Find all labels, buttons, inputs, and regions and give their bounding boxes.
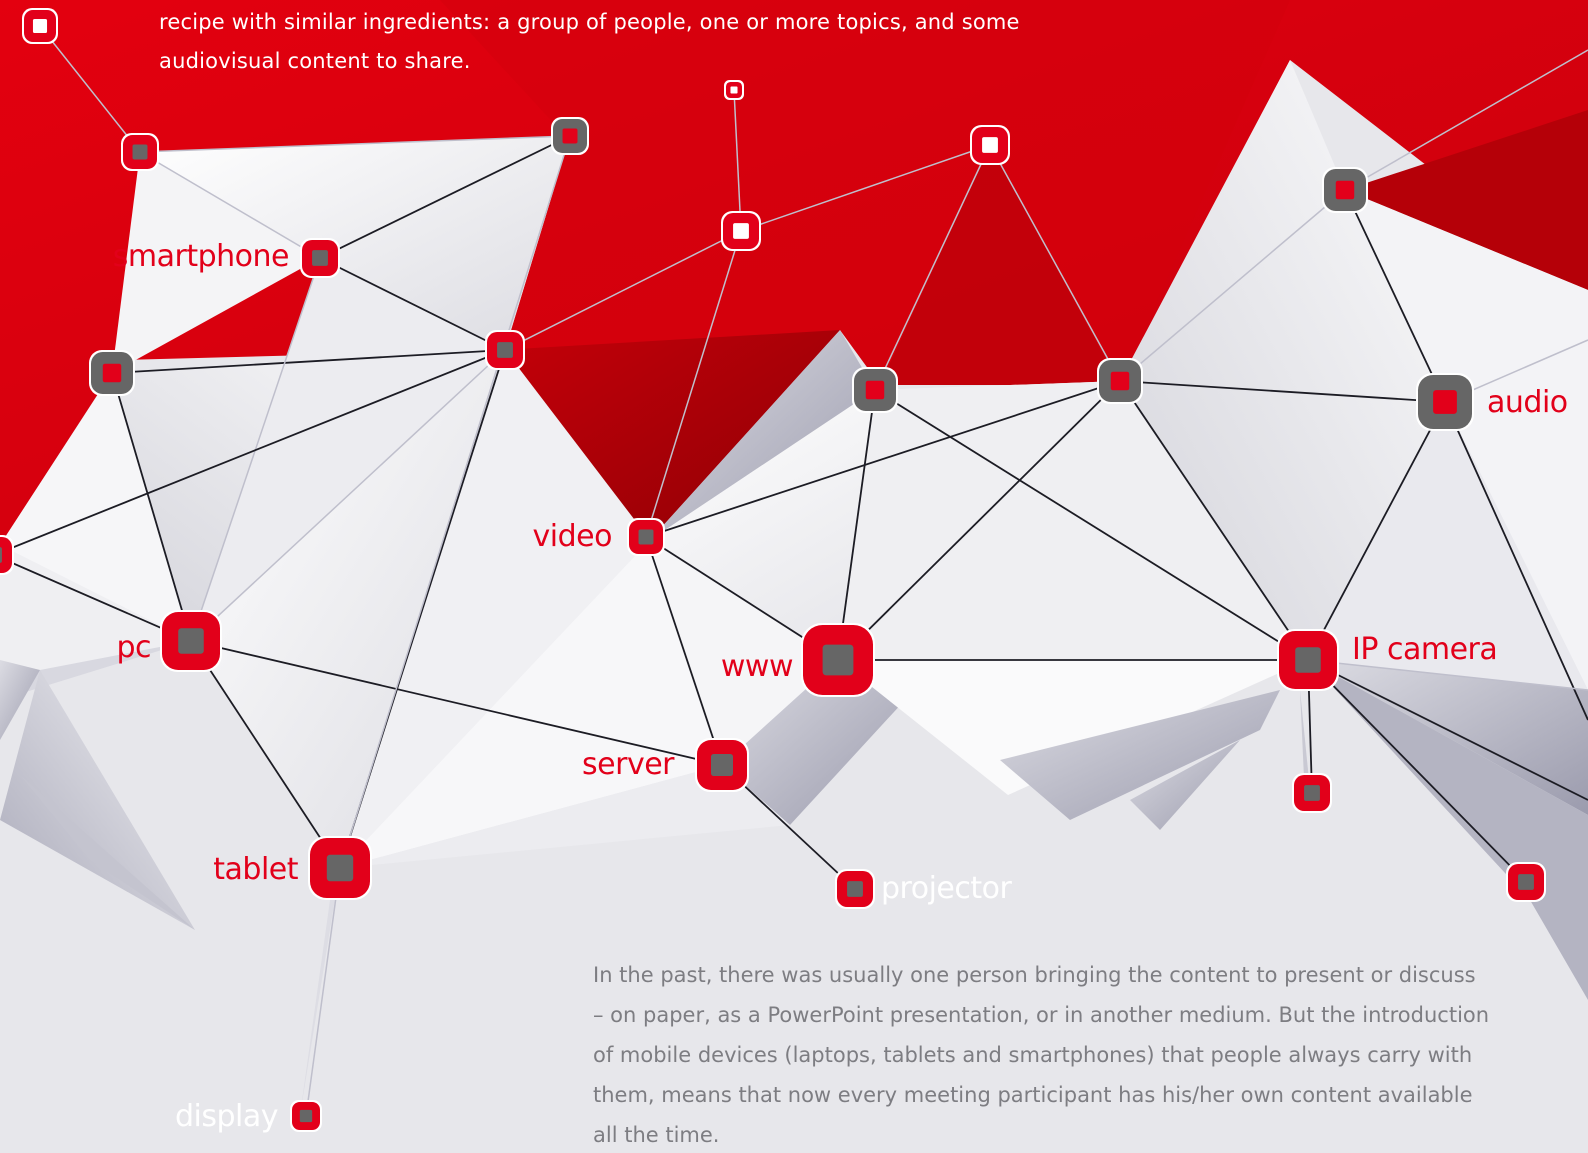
- node-pc: [160, 610, 222, 672]
- connection-lines: [0, 25, 1588, 1117]
- body-line-2: – on paper, as a PowerPoint presentation…: [593, 1003, 1490, 1027]
- node-smartphone: [300, 238, 340, 278]
- edge-c-pc: [111, 372, 192, 642]
- edge-leftedge-pc: [0, 556, 192, 642]
- edge-ipcam-right5: [1307, 659, 1588, 801]
- node-f: [970, 125, 1010, 165]
- intro-line-2: audiovisual content to share.: [159, 49, 471, 73]
- node-smallcam: [1292, 773, 1332, 813]
- label-ip-camera: IP camera: [1352, 632, 1498, 667]
- edge-d-e: [504, 230, 742, 351]
- node-display: [290, 1100, 322, 1132]
- edge-g-right1: [1344, 49, 1588, 191]
- edge-smartphone-d: [319, 257, 506, 351]
- node-tinytop: [724, 80, 744, 100]
- body-line-3: of mobile devices (laptops, tablets and …: [593, 1043, 1473, 1067]
- red-backdrop: [0, 0, 1588, 545]
- node-leftedge: [0, 535, 14, 575]
- node-topleft: [22, 8, 58, 44]
- node-b: [551, 117, 589, 155]
- node-g: [1322, 167, 1368, 213]
- edge-audio-ipcam: [1307, 401, 1446, 661]
- edge-a-smartphone: [139, 151, 321, 259]
- intro-paragraph: recipe with similar ingredients: a group…: [159, 3, 1039, 81]
- node-rightlow: [1506, 862, 1546, 902]
- edge-e-tinytop: [733, 89, 742, 232]
- label-video: video: [532, 519, 613, 554]
- node-a: [121, 133, 159, 171]
- label-www: www: [720, 649, 794, 684]
- edge-tablet-display: [305, 867, 341, 1117]
- edge-d-pc: [190, 349, 506, 642]
- edge-e-f: [740, 144, 991, 232]
- edge-i-www: [837, 380, 1121, 661]
- label-server: server: [582, 747, 674, 782]
- edge-i-video: [645, 380, 1121, 538]
- edge-f-h: [874, 144, 991, 391]
- edge-c-d: [111, 349, 506, 374]
- edge-a-b: [139, 135, 571, 153]
- label-tablet: tablet: [213, 852, 298, 887]
- body-line-5: all the time.: [593, 1123, 720, 1147]
- network-nodes: [0, 8, 1546, 1132]
- node-projector: [835, 869, 875, 909]
- edge-f-i: [989, 144, 1121, 382]
- body-line-4: them, means that now every meeting parti…: [593, 1083, 1473, 1107]
- node-video: [627, 518, 665, 556]
- label-audio: audio: [1487, 385, 1568, 420]
- node-ipcam: [1277, 629, 1339, 691]
- node-c: [89, 350, 135, 396]
- edge-pc-server: [190, 640, 723, 766]
- label-display: display: [174, 1099, 279, 1134]
- edge-h-www: [837, 389, 876, 661]
- edge-i-g: [1119, 189, 1346, 382]
- edge-topleft-a: [39, 25, 141, 153]
- node-tablet: [308, 836, 372, 900]
- edge-e-video: [645, 230, 742, 538]
- edge-i-ipcam: [1119, 380, 1309, 661]
- edge-d-leftedge: [0, 349, 506, 554]
- node-e: [721, 211, 761, 251]
- label-smartphone: smartphone: [112, 239, 290, 274]
- body-line-1: In the past, there was usually one perso…: [593, 963, 1476, 987]
- edge-h-ipcam: [874, 389, 1309, 661]
- label-pc: pc: [116, 630, 151, 665]
- edge-smartphone-b: [319, 135, 571, 259]
- node-server: [695, 738, 749, 792]
- edge-pc-tablet: [190, 640, 341, 869]
- edge-b-tablet: [339, 135, 571, 869]
- edge-g-audio: [1344, 189, 1446, 403]
- body-paragraph: In the past, there was usually one perso…: [593, 955, 1490, 1153]
- intro-line-1: recipe with similar ingredients: a group…: [159, 10, 1020, 34]
- edge-audio-right3: [1444, 401, 1588, 721]
- label-projector: projector: [881, 871, 1012, 906]
- node-audio: [1416, 373, 1474, 431]
- node-i: [1097, 358, 1143, 404]
- node-h: [852, 367, 898, 413]
- edge-i-audio: [1119, 380, 1446, 403]
- edge-ipcam-right4: [1307, 659, 1588, 691]
- edge-ipcam-rightlow: [1307, 659, 1527, 883]
- node-d: [485, 330, 525, 370]
- edge-video-server: [645, 536, 723, 766]
- node-www: [801, 623, 875, 697]
